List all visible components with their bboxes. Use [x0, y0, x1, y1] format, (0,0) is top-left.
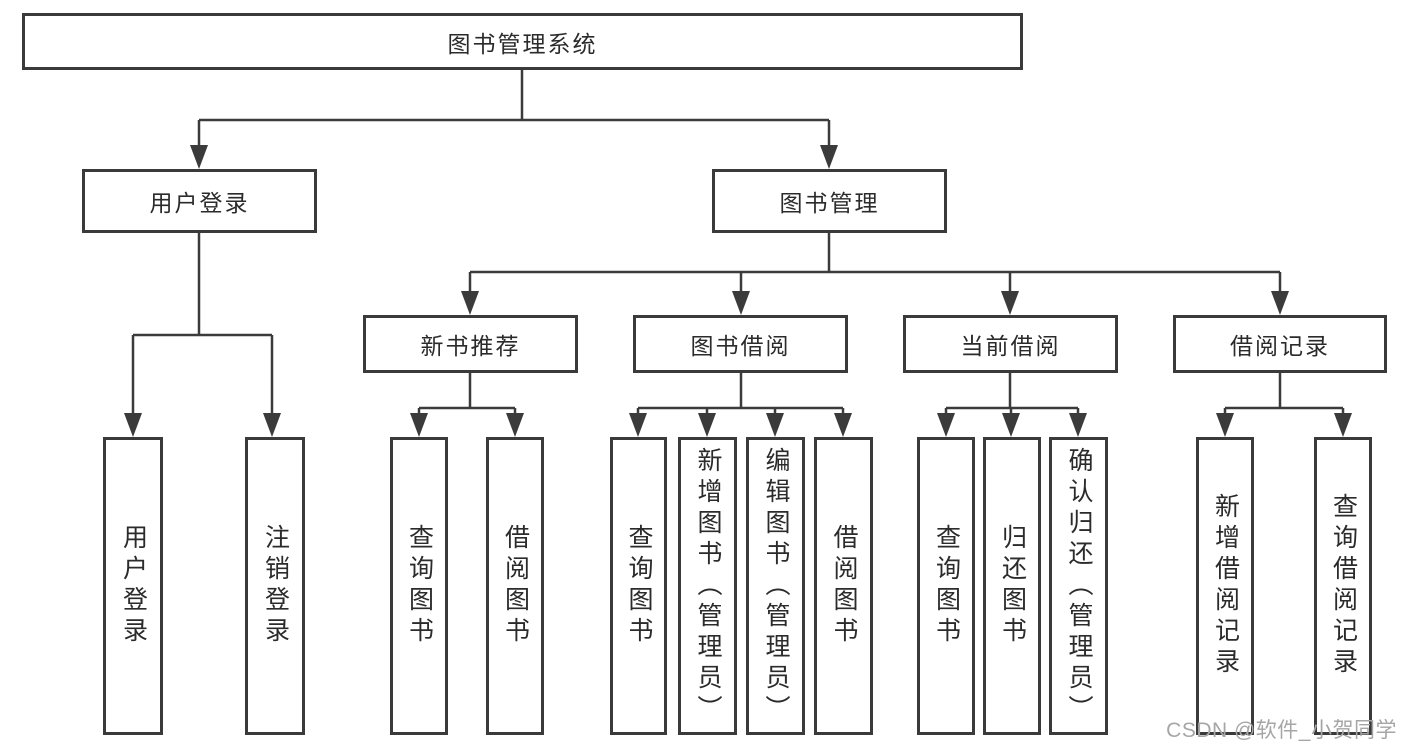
leaf-recommend-query-books: 查询图书 — [390, 437, 448, 735]
watermark: CSDN @软件_小贺同学 — [1166, 719, 1397, 742]
leaf-current-query-books-label: 查询图书 — [932, 524, 961, 648]
node-current-borrow: 当前借阅 — [903, 315, 1118, 373]
node-new-book-recommend: 新书推荐 — [363, 315, 578, 373]
leaf-borrow-add-books-admin: 新增图书（管理员） — [678, 437, 737, 735]
node-user-login: 用户登录 — [82, 169, 317, 233]
leaf-borrow-borrow-books-label: 借阅图书 — [830, 524, 858, 648]
leaf-records-add-record: 新增借阅记录 — [1196, 437, 1254, 735]
leaf-borrow-query-books-label: 查询图书 — [625, 524, 653, 648]
leaf-current-query-books: 查询图书 — [917, 437, 975, 735]
leaf-logout-label: 注销登录 — [261, 524, 290, 648]
leaf-borrow-add-books-admin-label: 新增图书（管理员） — [694, 446, 722, 726]
node-root-label: 图书管理系统 — [447, 30, 598, 57]
leaf-borrow-query-books: 查询图书 — [610, 437, 667, 735]
leaf-recommend-borrow-books-label: 借阅图书 — [501, 524, 530, 648]
leaf-current-confirm-return-admin-label: 确认归还（管理员） — [1065, 446, 1093, 726]
node-user-login-label: 用户登录 — [149, 190, 250, 216]
leaf-current-return-books: 归还图书 — [983, 437, 1041, 735]
leaf-user-login: 用户登录 — [103, 437, 163, 735]
leaf-borrow-edit-books-admin-label: 编辑图书（管理员） — [762, 446, 790, 726]
node-current-borrow-label: 当前借阅 — [960, 333, 1061, 359]
node-new-book-recommend-label: 新书推荐 — [420, 333, 521, 359]
node-book-borrow: 图书借阅 — [633, 315, 848, 373]
node-borrow-records: 借阅记录 — [1173, 315, 1387, 373]
leaf-records-add-record-label: 新增借阅记录 — [1211, 493, 1240, 679]
node-book-borrow-label: 图书借阅 — [690, 333, 791, 359]
leaf-logout: 注销登录 — [245, 437, 305, 735]
leaf-records-query-record: 查询借阅记录 — [1314, 437, 1372, 735]
node-book-management-label: 图书管理 — [779, 190, 880, 216]
leaf-recommend-query-books-label: 查询图书 — [405, 524, 434, 648]
leaf-borrow-borrow-books: 借阅图书 — [814, 437, 873, 735]
leaf-current-return-books-label: 归还图书 — [998, 524, 1027, 648]
node-book-management: 图书管理 — [712, 169, 947, 233]
leaf-recommend-borrow-books: 借阅图书 — [486, 437, 544, 735]
leaf-records-query-record-label: 查询借阅记录 — [1329, 493, 1358, 679]
node-borrow-records-label: 借阅记录 — [1230, 333, 1330, 359]
leaf-current-confirm-return-admin: 确认归还（管理员） — [1049, 437, 1108, 735]
node-root: 图书管理系统 — [22, 13, 1023, 70]
leaf-user-login-label: 用户登录 — [119, 524, 148, 648]
leaf-borrow-edit-books-admin: 编辑图书（管理员） — [746, 437, 805, 735]
